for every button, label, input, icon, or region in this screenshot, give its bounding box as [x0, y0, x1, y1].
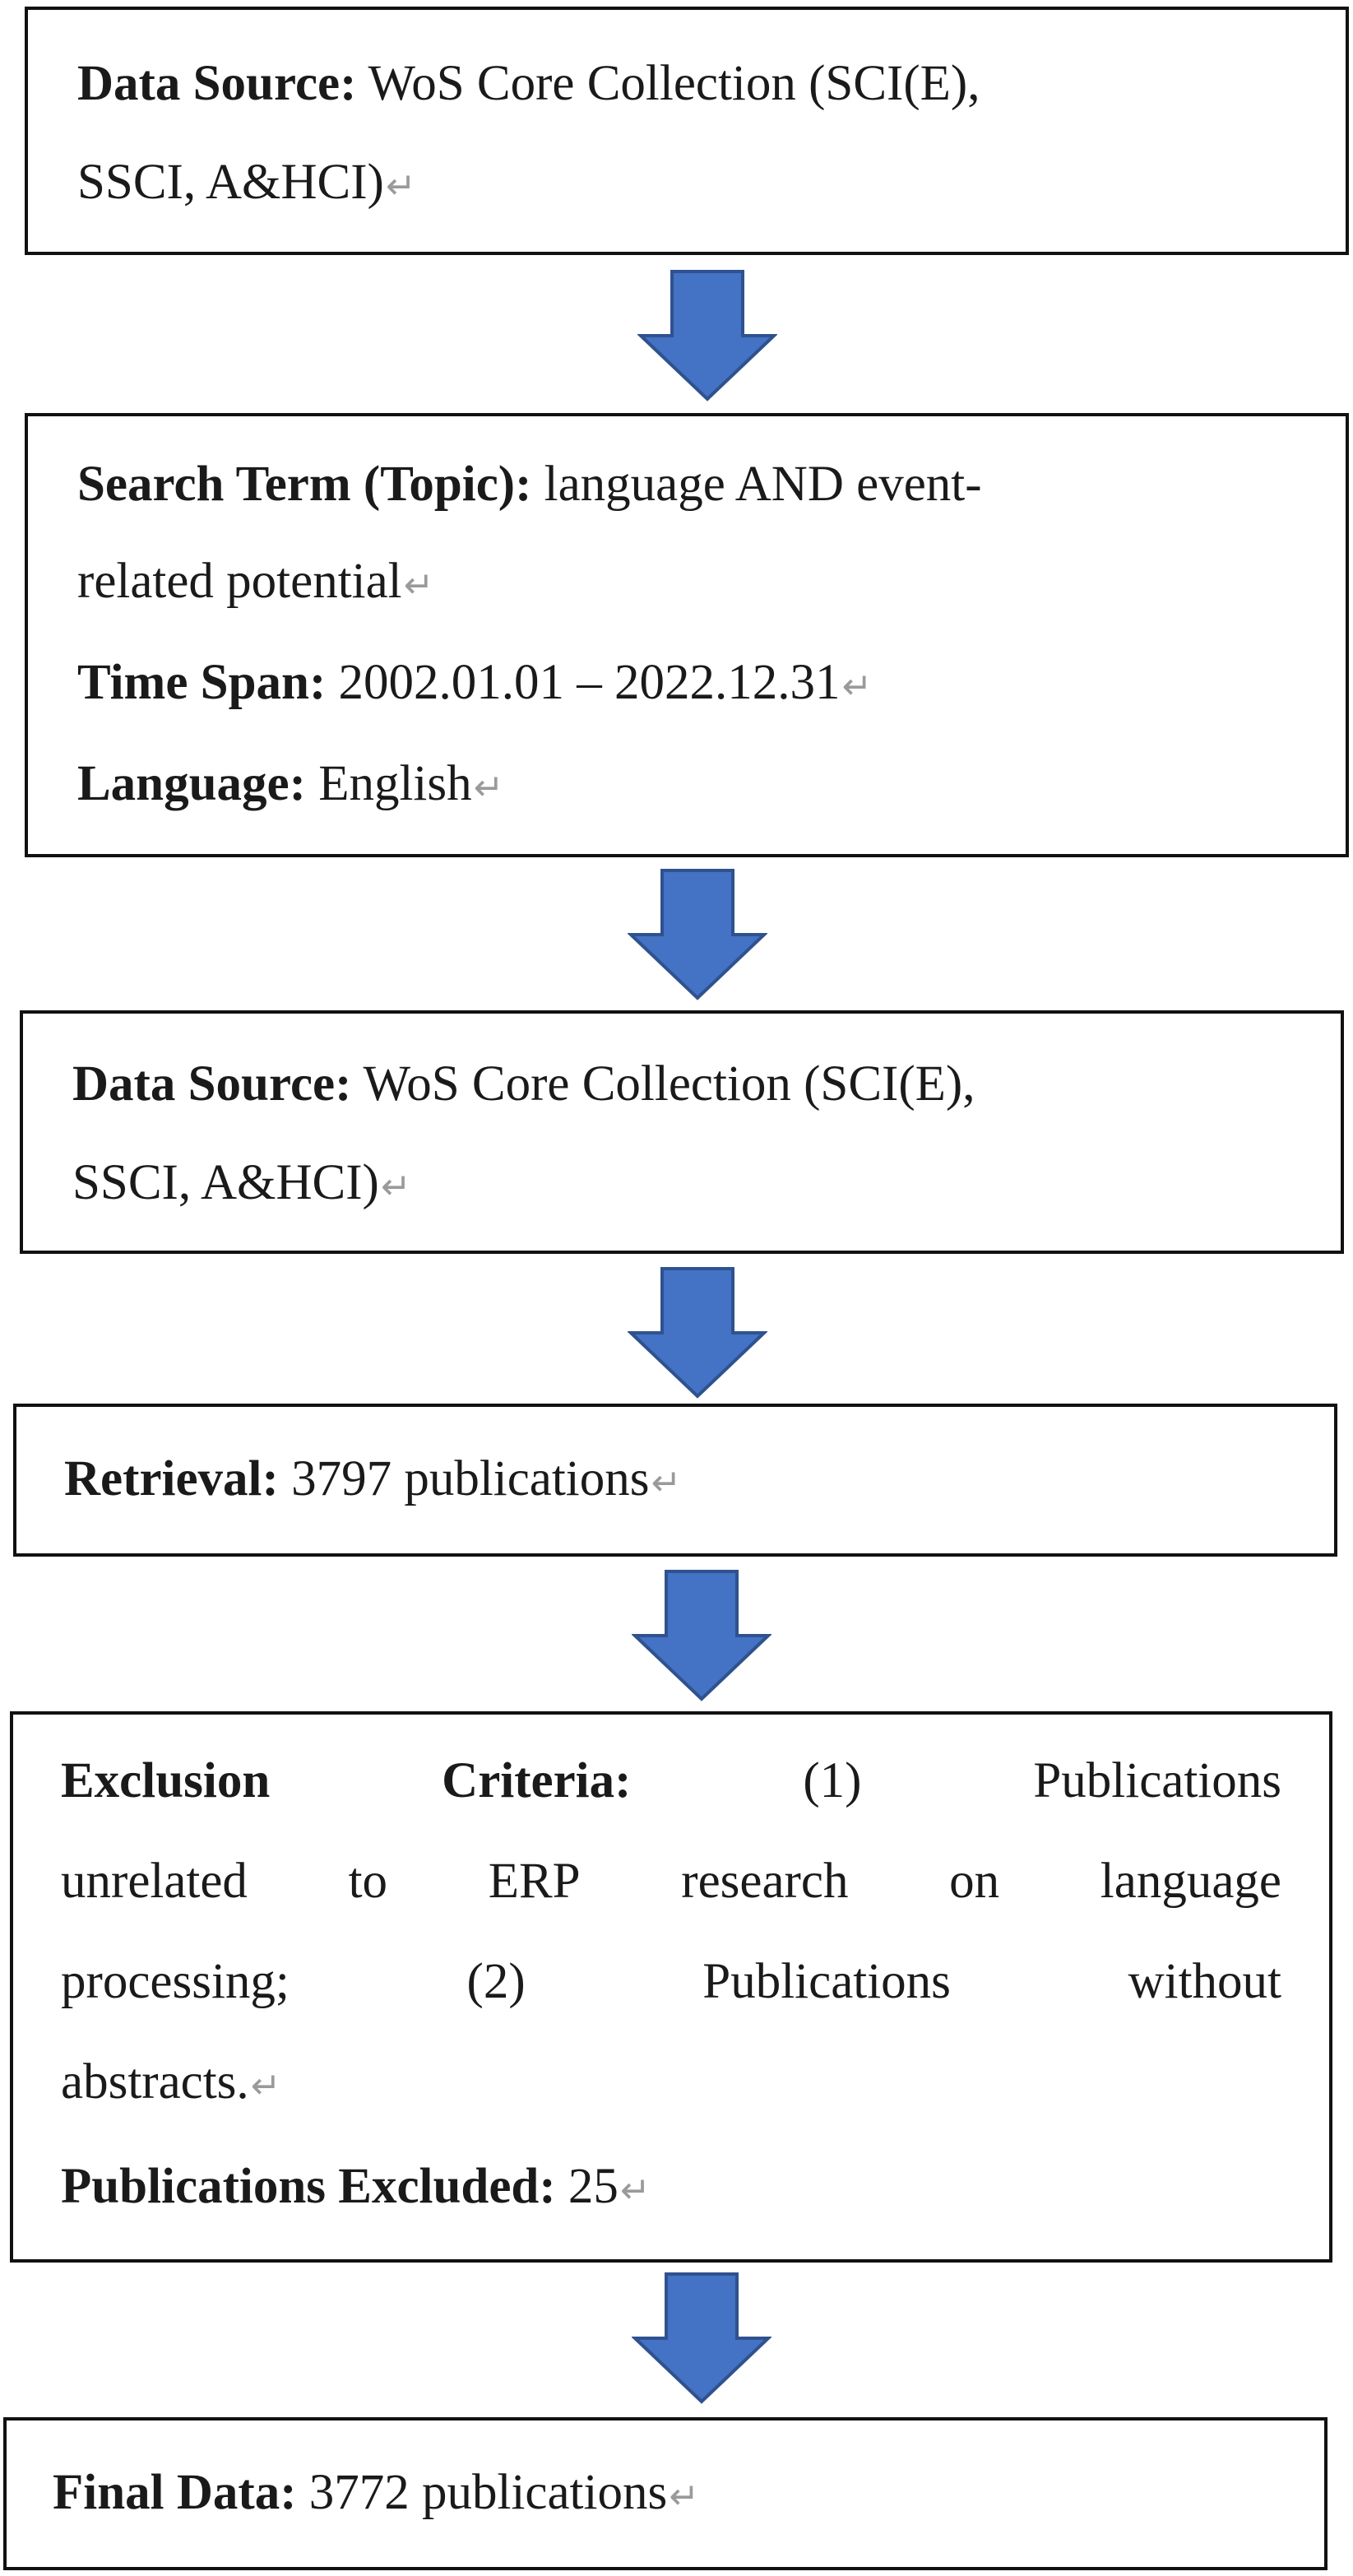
field-text: without [1128, 1954, 1281, 2009]
field-text: related potential [77, 554, 402, 609]
field-text: (1) [803, 1753, 862, 1808]
return-mark-icon: ↵ [669, 2476, 700, 2518]
field-text: 25 [555, 2159, 619, 2214]
field-label: Time Span: [77, 655, 327, 710]
return-mark-icon: ↵ [385, 165, 416, 207]
down-arrow-icon-1 [637, 270, 777, 401]
data-source-box-2: Data Source: WoS Core Collection (SCI(E)… [20, 1010, 1344, 1254]
field-label: Exclusion [61, 1753, 271, 1808]
down-arrow-shape [637, 270, 777, 401]
field-text: 3772 publications [296, 2465, 668, 2520]
justified-line: Exclusion Criteria: (1) Publications [61, 1731, 1281, 1831]
down-arrow-shape [632, 2272, 771, 2404]
return-mark-icon: ↵ [403, 564, 434, 606]
box-line: Search Term (Topic): language AND event- [77, 436, 1296, 533]
box-line: SSCI, A&HCI)↵ [72, 1134, 1291, 1237]
field-text: 2002.01.01 – 2022.12.31 [326, 655, 841, 710]
box-line: Language: English↵ [77, 736, 1296, 837]
field-label: Language: [77, 756, 306, 811]
field-text: processing; [61, 1954, 290, 2009]
field-text: (2) [466, 1954, 526, 2009]
return-mark-icon: ↵ [651, 1462, 682, 1504]
field-text: SSCI, A&HCI) [72, 1155, 379, 1210]
field-text: unrelated [61, 1854, 248, 1909]
field-label: Data Source: [72, 1056, 352, 1112]
field-text: on [949, 1854, 1000, 1909]
return-mark-icon: ↵ [380, 1166, 411, 1208]
box-line: Final Data: 3772 publications↵ [53, 2444, 1275, 2546]
field-text: WoS Core Collection (SCI(E), [356, 56, 980, 111]
justified-line: processing; (2) Publications without [61, 1932, 1281, 2032]
down-arrow-shape [628, 1267, 767, 1399]
box-line: Time Span: 2002.01.01 – 2022.12.31↵ [77, 634, 1296, 736]
field-text: ERP [488, 1854, 581, 1909]
search-criteria-box: Search Term (Topic): language AND event-… [25, 413, 1349, 857]
box-line: SSCI, A&HCI)↵ [77, 133, 1296, 236]
return-mark-icon: ↵ [473, 767, 504, 809]
field-label: Final Data: [53, 2465, 297, 2520]
return-mark-icon: ↵ [250, 2065, 281, 2107]
box-line: Retrieval: 3797 publications↵ [64, 1430, 1285, 1533]
justified-line: unrelated to ERP research on language [61, 1831, 1281, 1932]
box-line: Data Source: WoS Core Collection (SCI(E)… [72, 1035, 1291, 1134]
return-mark-icon: ↵ [619, 2170, 651, 2212]
exclusion-criteria-box: Exclusion Criteria: (1) Publications unrelat… [10, 1711, 1332, 2263]
field-text: language AND event- [531, 457, 982, 512]
down-arrow-shape [628, 869, 767, 1000]
down-arrow-icon-5 [632, 2272, 771, 2404]
field-text: WoS Core Collection (SCI(E), [351, 1056, 975, 1112]
box-line: Data Source: WoS Core Collection (SCI(E)… [77, 35, 1296, 133]
field-text: English [305, 756, 472, 811]
box-line: abstracts.↵ [61, 2032, 1281, 2137]
field-text: language [1100, 1854, 1281, 1909]
box-line: related potential↵ [77, 533, 1296, 634]
field-label: Search Term (Topic): [77, 457, 532, 512]
box-line: Publications Excluded: 25↵ [61, 2137, 1281, 2241]
field-text: Publications [702, 1954, 951, 2009]
field-text: SSCI, A&HCI) [77, 155, 384, 210]
field-text: abstracts. [61, 2054, 249, 2110]
down-arrow-icon-2 [628, 869, 767, 1000]
return-mark-icon: ↵ [841, 666, 873, 708]
field-text: to [348, 1854, 388, 1909]
field-label: Retrieval: [64, 1451, 279, 1506]
down-arrow-shape [632, 1570, 771, 1701]
field-label: Criteria: [442, 1753, 632, 1808]
retrieval-box: Retrieval: 3797 publications↵ [13, 1404, 1337, 1557]
field-text: research [681, 1854, 849, 1909]
data-source-box-1: Data Source: WoS Core Collection (SCI(E)… [25, 7, 1349, 255]
field-text: 3797 publications [278, 1451, 650, 1506]
final-data-box: Final Data: 3772 publications↵ [3, 2417, 1328, 2570]
field-label: Publications Excluded: [61, 2159, 556, 2214]
field-text: Publications [1033, 1753, 1281, 1808]
down-arrow-icon-4 [632, 1570, 771, 1701]
field-label: Data Source: [77, 56, 357, 111]
down-arrow-icon-3 [628, 1267, 767, 1399]
